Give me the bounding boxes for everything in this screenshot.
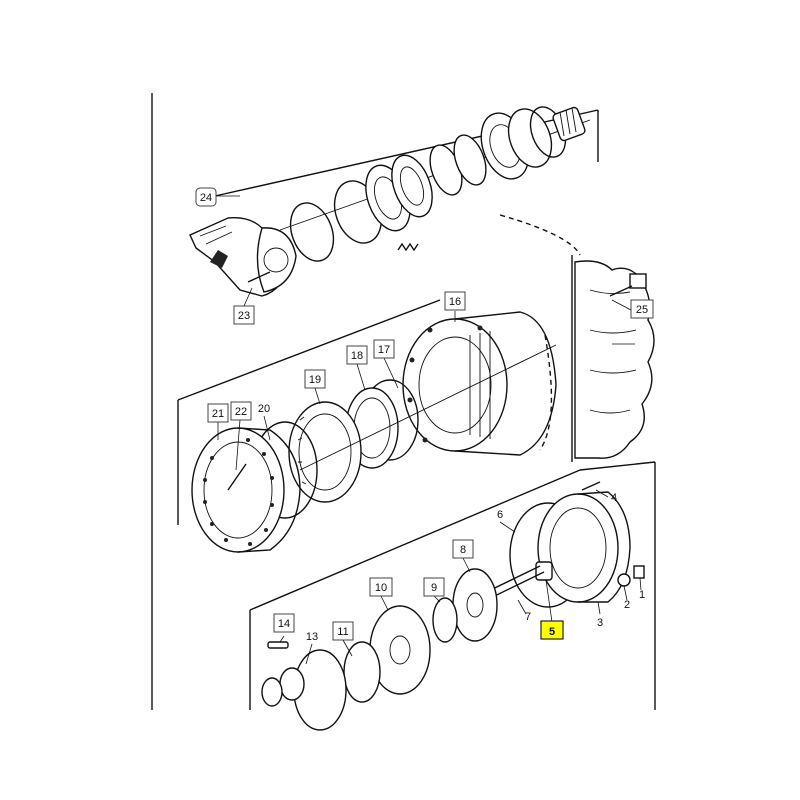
callout-10: 10 bbox=[369, 577, 393, 597]
callout-label-13: 13 bbox=[306, 631, 318, 643]
callout-label-17: 18 bbox=[351, 350, 363, 362]
callout-label-3: 3 bbox=[597, 617, 603, 629]
callout-label-16: 17 bbox=[378, 344, 390, 356]
callout-label-10: 10 bbox=[375, 582, 387, 594]
callout-label-1: 1 bbox=[639, 589, 645, 601]
callout-21: 22 bbox=[230, 401, 252, 421]
callout-9: 9 bbox=[423, 577, 445, 597]
callout-label-20: 21 bbox=[212, 408, 224, 420]
callout-6: 6 bbox=[497, 509, 503, 521]
callout-label-18: 19 bbox=[309, 374, 321, 386]
callout-8: 8 bbox=[452, 539, 474, 559]
callout-18: 19 bbox=[304, 369, 326, 389]
callout-label-9: 9 bbox=[431, 582, 437, 594]
top-assembly bbox=[189, 106, 591, 297]
middle-assembly bbox=[191, 311, 557, 553]
callout-label-22: 23 bbox=[238, 310, 250, 322]
callout-11: 11 bbox=[332, 621, 354, 641]
callout-2: 2 bbox=[624, 599, 630, 611]
callout-24: 25 bbox=[630, 299, 654, 319]
callout-17: 18 bbox=[346, 345, 368, 365]
callout-label-19: 20 bbox=[258, 403, 270, 415]
callout-5-highlighted: 5 bbox=[540, 620, 564, 640]
callout-16: 17 bbox=[373, 339, 395, 359]
callout-label-7: 7 bbox=[525, 611, 531, 623]
callout-15: 16 bbox=[444, 291, 466, 311]
callout-3: 3 bbox=[597, 617, 603, 629]
callout-14: 14 bbox=[273, 613, 295, 633]
callout-label-11: 11 bbox=[337, 626, 348, 638]
frame-lines bbox=[151, 93, 656, 710]
leader-lines bbox=[216, 195, 642, 665]
callout-label-5: 5 bbox=[549, 626, 555, 638]
callout-20: 21 bbox=[207, 403, 229, 423]
callout-label-4: 4 bbox=[611, 492, 617, 504]
callout-22: 23 bbox=[233, 305, 255, 325]
callout-19: 20 bbox=[258, 403, 270, 415]
sprocket bbox=[499, 214, 655, 459]
callout-label-23: 24 bbox=[200, 192, 212, 204]
callout-label-2: 2 bbox=[624, 599, 630, 611]
callout-7: 7 bbox=[525, 611, 531, 623]
callout-label-14: 14 bbox=[278, 618, 290, 630]
callout-4: 4 bbox=[611, 492, 617, 504]
callout-label-15: 16 bbox=[449, 296, 461, 308]
callout-13: 13 bbox=[306, 631, 318, 643]
bottom-assembly bbox=[261, 481, 645, 731]
callout-23: 24 bbox=[195, 187, 217, 207]
callout-label-6: 6 bbox=[497, 509, 503, 521]
callout-label-24: 25 bbox=[636, 304, 648, 316]
callout-label-8: 8 bbox=[460, 544, 466, 556]
callout-1: 1 bbox=[639, 589, 645, 601]
callout-label-21: 22 bbox=[235, 406, 247, 418]
